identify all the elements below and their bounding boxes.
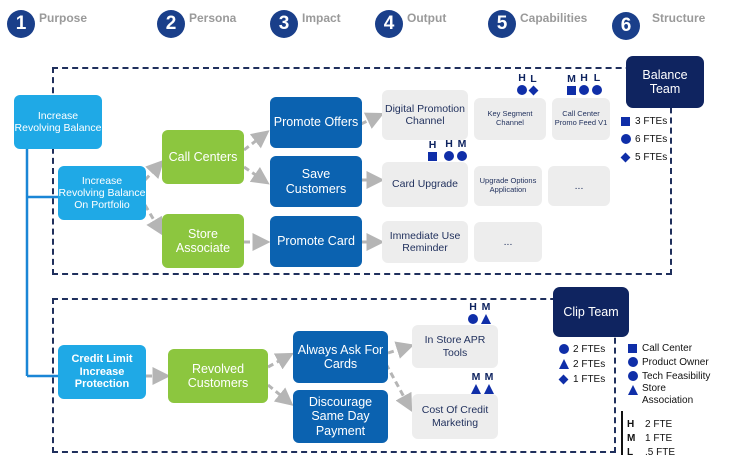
tag-letter: M <box>481 301 491 313</box>
key-text: 1 FTE <box>645 433 673 444</box>
legend-label: Product Owner <box>642 356 709 368</box>
capability-upgrade-options-application[interactable]: Upgrade Options Application <box>474 166 542 206</box>
product-owner-marker <box>627 357 638 367</box>
tag-letter: L <box>593 72 601 84</box>
tag-group-key-segment: H L <box>517 72 539 95</box>
tech-feasibility-marker <box>627 371 638 381</box>
tag-letter: M <box>471 371 481 383</box>
product-owner-marker <box>444 150 454 161</box>
tag-letter: H <box>428 139 437 151</box>
capability-call-center-promo-feed[interactable]: Call Center Promo Feed V1 <box>552 98 610 140</box>
product-owner-marker <box>579 84 589 95</box>
step-5-label: Capabilities <box>520 11 588 25</box>
store-association-marker <box>627 385 638 395</box>
impact-always-ask-for-cards[interactable]: Always Ask For Cards <box>293 331 388 383</box>
product-owner-marker <box>558 344 569 354</box>
impact-save-customers[interactable]: Save Customers <box>270 156 362 207</box>
fte-count: 1 FTEs <box>573 373 606 385</box>
clip-fte-legend: 2 FTEs 2 FTEs 1 FTEs <box>557 342 605 386</box>
tag-letter: H <box>518 72 526 84</box>
tag-letter: H <box>469 301 477 313</box>
product-owner-marker <box>592 84 602 95</box>
legend-label: Call Center <box>642 342 693 354</box>
step-2-circle: 2 <box>157 10 185 38</box>
capability-placeholder[interactable]: ... <box>474 222 542 262</box>
tag-group-apr-tools: H M <box>468 302 491 324</box>
tag-letter: M <box>457 138 467 150</box>
store-association-marker <box>558 374 569 384</box>
step-1-circle: 1 <box>7 10 35 38</box>
tag-group-credit-marketing: M M <box>471 372 494 394</box>
key-text: 2 FTE <box>645 419 673 430</box>
call-center-marker <box>428 151 437 161</box>
tech-feasibility-marker <box>481 313 491 324</box>
impact-promote-card[interactable]: Promote Card <box>270 216 362 267</box>
tag-letter: H <box>580 72 588 84</box>
output-in-store-apr-tools[interactable]: In Store APR Tools <box>412 325 498 368</box>
tag-group-card-upgrade: H H M <box>428 139 467 161</box>
step-2-label: Persona <box>189 11 237 25</box>
persona-store-associate[interactable]: Store Associate <box>162 214 244 268</box>
legend-divider <box>621 411 623 455</box>
balance-fte-legend: 3 FTEs 6 FTEs 5 FTEs <box>619 114 667 164</box>
purpose-revolving-balance-portfolio[interactable]: Increase Revolving Balance On Portfolio <box>58 166 146 220</box>
step-6-label: Structure <box>652 11 706 25</box>
legend-label: Store Association <box>642 383 694 406</box>
key-text: .5 FTE <box>645 447 676 458</box>
step-1-label: Purpose <box>39 11 88 25</box>
step-5-circle: 5 <box>488 10 516 38</box>
clip-team-label[interactable]: Clip Team <box>553 287 629 337</box>
step-3-circle: 3 <box>270 10 298 38</box>
fte-count: 2 FTEs <box>573 343 606 355</box>
fte-letter-key: H 2 FTE M 1 FTE L .5 FTE <box>627 414 676 458</box>
fte-count: 6 FTEs <box>635 133 668 145</box>
store-association-marker <box>528 85 539 95</box>
output-cost-of-credit-marketing[interactable]: Cost Of Credit Marketing <box>412 394 498 439</box>
impact-promote-offers[interactable]: Promote Offers <box>270 97 362 148</box>
tech-feasibility-marker <box>471 383 481 394</box>
tech-feasibility-marker <box>484 383 494 394</box>
store-association-marker <box>620 152 631 162</box>
balance-team-label[interactable]: Balance Team <box>626 56 704 108</box>
persona-revolved-customers[interactable]: Revolved Customers <box>168 349 268 403</box>
fte-count: 5 FTEs <box>635 151 668 163</box>
product-owner-marker <box>517 84 527 95</box>
product-owner-marker <box>620 134 631 144</box>
key-letter: L <box>627 447 634 458</box>
step-3-label: Impact <box>302 11 341 25</box>
capability-key-segment-channel[interactable]: Key Segment Channel <box>474 98 546 140</box>
balance-team-frame <box>52 67 672 275</box>
call-center-marker <box>567 85 576 95</box>
key-letter: M <box>627 433 636 444</box>
capability-placeholder[interactable]: ... <box>548 166 610 206</box>
impact-discourage-same-day-payment[interactable]: Discourage Same Day Payment <box>293 390 388 443</box>
purpose-credit-limit-increase-protection[interactable]: Credit Limit Increase Protection <box>58 345 146 399</box>
persona-call-centers[interactable]: Call Centers <box>162 130 244 184</box>
key-letter: H <box>627 419 635 430</box>
product-owner-marker <box>468 313 478 324</box>
tag-letter: H <box>445 138 453 150</box>
output-digital-promotion-channel[interactable]: Digital Promotion Channel <box>382 90 468 140</box>
tag-group-promo-feed: M H L <box>567 73 602 95</box>
tag-letter: L <box>530 73 537 85</box>
tag-letter: M <box>567 73 576 85</box>
output-immediate-use-reminder[interactable]: Immediate Use Reminder <box>382 221 468 263</box>
step-4-label: Output <box>407 11 447 25</box>
product-owner-marker <box>457 150 467 161</box>
legend-label: Tech Feasibility <box>642 370 711 382</box>
fte-count: 2 FTEs <box>573 358 606 370</box>
purpose-increase-revolving-balance[interactable]: Increase Revolving Balance <box>14 95 102 149</box>
output-card-upgrade[interactable]: Card Upgrade <box>382 162 468 207</box>
call-center-marker <box>621 116 630 126</box>
tag-letter: M <box>484 371 494 383</box>
fte-count: 3 FTEs <box>635 115 668 127</box>
step-6-circle: 6 <box>612 12 640 40</box>
step-4-circle: 4 <box>375 10 403 38</box>
call-center-marker <box>628 343 637 353</box>
tech-feasibility-marker <box>558 359 569 369</box>
shape-legend: Call Center Product Owner Tech Feasibili… <box>626 341 734 407</box>
